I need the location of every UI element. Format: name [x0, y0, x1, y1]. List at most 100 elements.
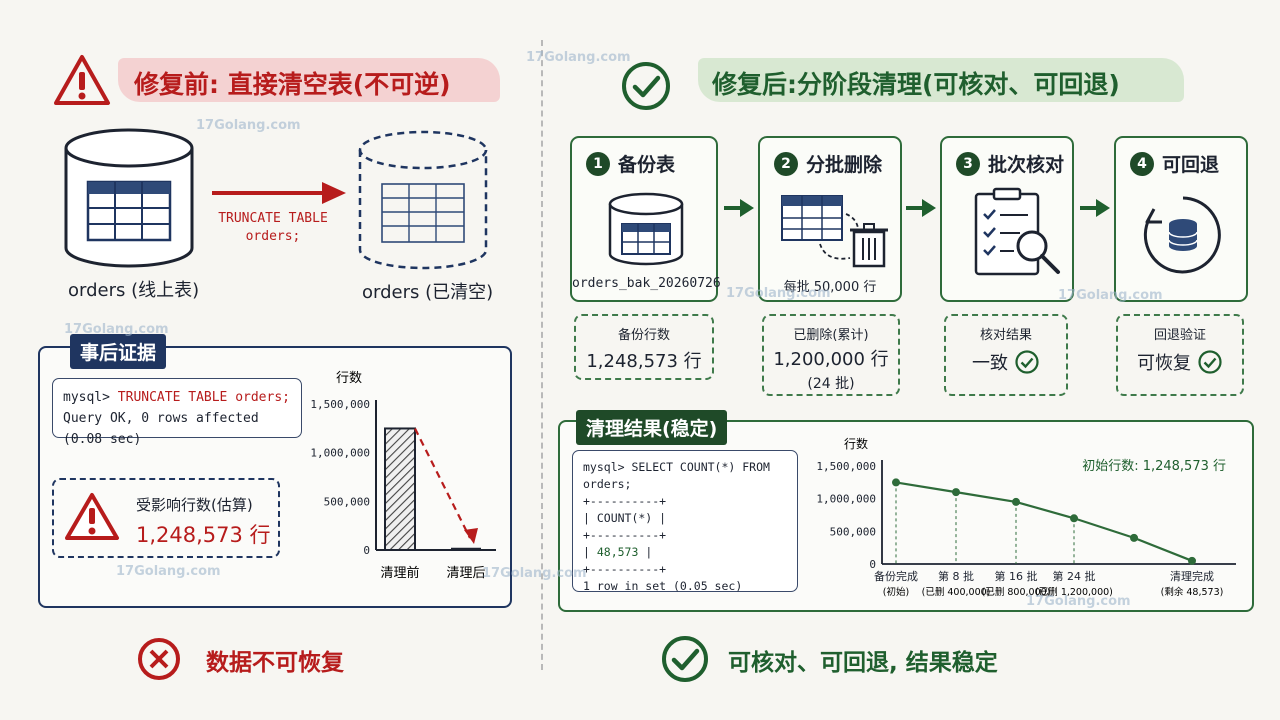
warning-icon: [54, 55, 110, 105]
flow-arrow-2: [906, 199, 936, 217]
result-label: 核对结果: [979, 328, 1032, 343]
y-tick-label: 1,000,000: [816, 493, 876, 506]
truncate-label: TRUNCATE TABLE orders;: [218, 211, 328, 244]
step-name: 分批删除: [806, 154, 883, 176]
after-title: 修复后:分阶段清理(可核对、可回退): [712, 70, 1120, 99]
step-number: 4: [1130, 151, 1154, 176]
impact-label: 受影响行数(估算): [136, 496, 253, 514]
truncate-arrow: [212, 182, 346, 204]
watermark: 17Golang.com: [1058, 288, 1163, 303]
clipboard-check-icon: [974, 187, 1060, 276]
data-point: [1070, 514, 1078, 523]
series-line: [895, 481, 1193, 562]
flow-arrow-3: [1080, 199, 1110, 217]
empty-table-label: orders (已清空): [362, 282, 494, 303]
backup-db-icon: [608, 192, 684, 266]
source-table-db-icon: [64, 128, 194, 268]
y-axis-label: 行数: [844, 436, 868, 451]
watermark: 17Golang.com: [116, 564, 221, 579]
watermark: 17Golang.com: [482, 566, 587, 581]
result-verify: 核对结果 一致: [944, 314, 1068, 396]
y-tick-label: 0: [869, 558, 876, 571]
result-value: 1,248,573 行: [586, 351, 702, 372]
y-tick-label: 500,000: [324, 495, 370, 508]
data-point: [892, 478, 900, 487]
result-label: 备份行数: [617, 328, 670, 343]
result-value: 可恢复: [1137, 353, 1191, 374]
after-line-chart: 行数 1,500,000 1,000,000 500,000 0 初始行数: 1,248,…: [816, 436, 1236, 598]
decline-arrow: [414, 427, 471, 539]
x-tick-label: 第 24 批: [1053, 569, 1096, 583]
flow-arrow-1: [724, 199, 754, 217]
before-header-band: [118, 58, 500, 102]
step-name: 批次核对: [988, 154, 1065, 176]
result-sub: (24 批): [807, 376, 855, 392]
count-terminal: mysql> SELECT COUNT(*) FROM orders; +---…: [572, 450, 798, 593]
bar: [384, 427, 416, 551]
step-foot: orders_bak_20260726: [572, 276, 721, 291]
success-check-icon: [662, 636, 708, 682]
x-tick-sublabel: (已删 1,200,000): [1035, 587, 1113, 598]
check-icon: [1198, 350, 1222, 374]
result-backup-rows: 备份行数 1,248,573 行: [574, 314, 714, 380]
data-point: [1012, 497, 1020, 506]
y-axis-label: 行数: [336, 371, 362, 386]
data-point: [1188, 556, 1196, 565]
result-value: 1,200,000 行: [773, 349, 889, 370]
x-tick-label: 清理前: [380, 565, 419, 581]
step-number: 1: [586, 151, 610, 176]
data-point: [952, 488, 960, 497]
result-rollback: 回退验证 可恢复: [1116, 314, 1244, 396]
section-divider: [541, 40, 543, 670]
result-label: 回退验证: [1153, 328, 1206, 343]
step-name: 可回退: [1162, 154, 1220, 176]
watermark: 17Golang.com: [526, 50, 631, 65]
x-tick-sublabel: (已删 400,000): [922, 587, 991, 598]
data-point: [1130, 533, 1138, 542]
impact-box: [52, 478, 280, 558]
after-footer: 可核对、可回退, 结果稳定: [728, 650, 998, 676]
after-header-band: [698, 58, 1184, 102]
chart-annotation: 初始行数: 1,248,573 行: [1082, 459, 1226, 474]
x-tick-sublabel: (初始): [883, 586, 909, 598]
watermark: 17Golang.com: [726, 286, 831, 301]
source-table-label: orders (线上表): [68, 280, 200, 301]
empty-table-db-icon: [358, 130, 488, 270]
impact-value: 1,248,573 行: [136, 523, 271, 547]
before-footer: 数据不可恢复: [206, 650, 344, 676]
rollback-icon: [1143, 196, 1221, 274]
x-tick-label: 第 16 批: [995, 569, 1038, 583]
truncate-terminal: mysql> TRUNCATE TABLE orders; Query OK, …: [52, 378, 302, 447]
before-title: 修复前: 直接清空表(不可逆): [134, 70, 451, 99]
result-tag: 清理结果(稳定): [576, 410, 728, 445]
watermark: 17Golang.com: [196, 118, 301, 133]
x-tick-label: 第 8 批: [938, 569, 974, 583]
x-tick-label: 备份完成: [874, 569, 918, 583]
step-card-batch-delete: 2 分批删除 每批 50,000 行: [758, 136, 902, 302]
batch-delete-icon: [781, 195, 888, 268]
x-tick-sublabel: (已删 800,000): [982, 587, 1051, 598]
watermark: 17Golang.com: [1026, 594, 1131, 609]
result-deleted-rows: 已删除(累计) 1,200,000 行 (24 批): [762, 314, 900, 396]
decline-arrowhead: [464, 528, 478, 544]
y-tick-label: 1,000,000: [310, 447, 370, 460]
check-circle-icon: [622, 62, 670, 110]
result-label: 已删除(累计): [793, 328, 869, 343]
y-tick-label: 1,500,000: [816, 460, 876, 473]
impact-warning-icon: [65, 493, 119, 540]
step-foot: 每批 50,000 行: [783, 280, 877, 295]
x-tick-label: 清理后: [446, 566, 485, 581]
step-number: 2: [774, 151, 798, 176]
evidence-tag: 事后证据: [70, 334, 167, 369]
step-name: 备份表: [618, 154, 676, 176]
error-icon: [138, 638, 180, 680]
result-value: 一致: [972, 353, 1008, 374]
x-tick-label: 清理完成: [1170, 569, 1214, 583]
y-tick-label: 1,500,000: [310, 398, 370, 411]
y-tick-label: 0: [363, 544, 370, 557]
x-tick-sublabel: (剩余 48,573): [1161, 586, 1224, 598]
step-number: 3: [956, 151, 980, 176]
y-tick-label: 500,000: [830, 525, 876, 538]
check-icon: [1015, 350, 1039, 374]
before-bar-chart: 行数 1,500,000 1,000,000 500,000 0 清理前 清理后: [310, 371, 496, 581]
